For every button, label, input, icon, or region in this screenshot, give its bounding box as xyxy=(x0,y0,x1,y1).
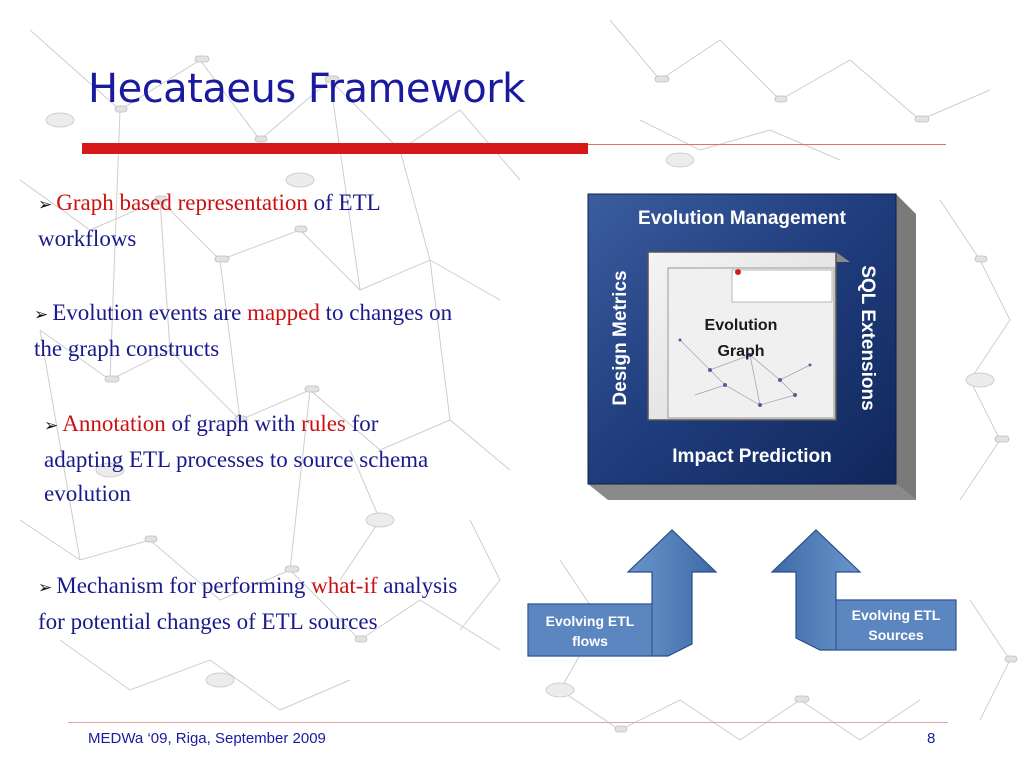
sql-extensions-label: SQL Extensions xyxy=(857,265,878,410)
evolving-etl-sources-box xyxy=(835,599,957,651)
bullet-arrow-icon: ➢ xyxy=(44,416,59,436)
footer-rule xyxy=(68,722,948,723)
frame-side-bottom xyxy=(588,484,916,500)
bullet-text: to changes on the graph constructs xyxy=(34,300,453,361)
bullet-text: Mechanism for performing xyxy=(56,573,312,598)
evolving-etl-flows-box xyxy=(527,603,653,657)
evolution-graph-label-line1: Evolution xyxy=(705,317,778,334)
graph-toolbar-image xyxy=(731,269,833,303)
bullet-annotation-rules: ➢Annotation of graph with rules for adap… xyxy=(44,407,444,511)
bullet-arrow-icon: ➢ xyxy=(34,305,49,325)
hecataeus-architecture-diagram: Evolution Management Design Metrics SQL … xyxy=(527,193,957,657)
red-marker xyxy=(735,269,741,275)
bullet-arrow-icon: ➢ xyxy=(38,195,53,215)
title-accent-bar xyxy=(82,143,588,154)
slide-title: Hecataeus Framework xyxy=(88,66,525,112)
bullet-graph-representation: ➢Graph based representation of ETL workf… xyxy=(38,186,438,256)
bullet-text: Evolution events are xyxy=(52,300,248,325)
bullet-text-highlight: Annotation xyxy=(62,411,166,436)
footer-text: MEDWa ‘09, Riga, September 2009 xyxy=(88,730,326,747)
evolving-etl-flows-line1: Evolving ETL xyxy=(546,613,635,629)
graph-mini-nodes xyxy=(678,338,812,407)
bullet-text: of ETL workflows xyxy=(38,190,380,251)
bullet-text-highlight: mapped xyxy=(247,300,320,325)
bullet-what-if-analysis: ➢Mechanism for performing what-if analys… xyxy=(38,569,478,639)
bullet-text-highlight: what-if xyxy=(311,573,378,598)
bullet-arrow-icon: ➢ xyxy=(38,578,53,598)
design-metrics-label: Design Metrics xyxy=(610,270,631,405)
evolving-etl-flows-line2: flows xyxy=(572,633,608,649)
bullet-text: for adapting ETL processes to source sch… xyxy=(44,411,429,506)
frame-side-right xyxy=(896,194,916,500)
bullet-evolution-events: ➢Evolution events are mapped to changes … xyxy=(34,296,454,366)
impact-prediction-label: Impact Prediction xyxy=(672,446,831,467)
evolution-management-label: Evolution Management xyxy=(638,208,847,229)
title-rule xyxy=(588,144,946,145)
page-number: 8 xyxy=(927,730,936,747)
evolving-etl-sources-line2: Sources xyxy=(868,627,923,643)
bullet-text: analysis for potential changes of ETL so… xyxy=(38,573,458,634)
bullet-text-highlight: rules xyxy=(301,411,346,436)
bullet-text-highlight: Graph based representation xyxy=(56,190,308,215)
bullet-text: of graph with xyxy=(165,411,302,436)
evolution-graph-label-line2: Graph xyxy=(717,343,764,360)
evolving-etl-sources-line1: Evolving ETL xyxy=(852,607,941,623)
